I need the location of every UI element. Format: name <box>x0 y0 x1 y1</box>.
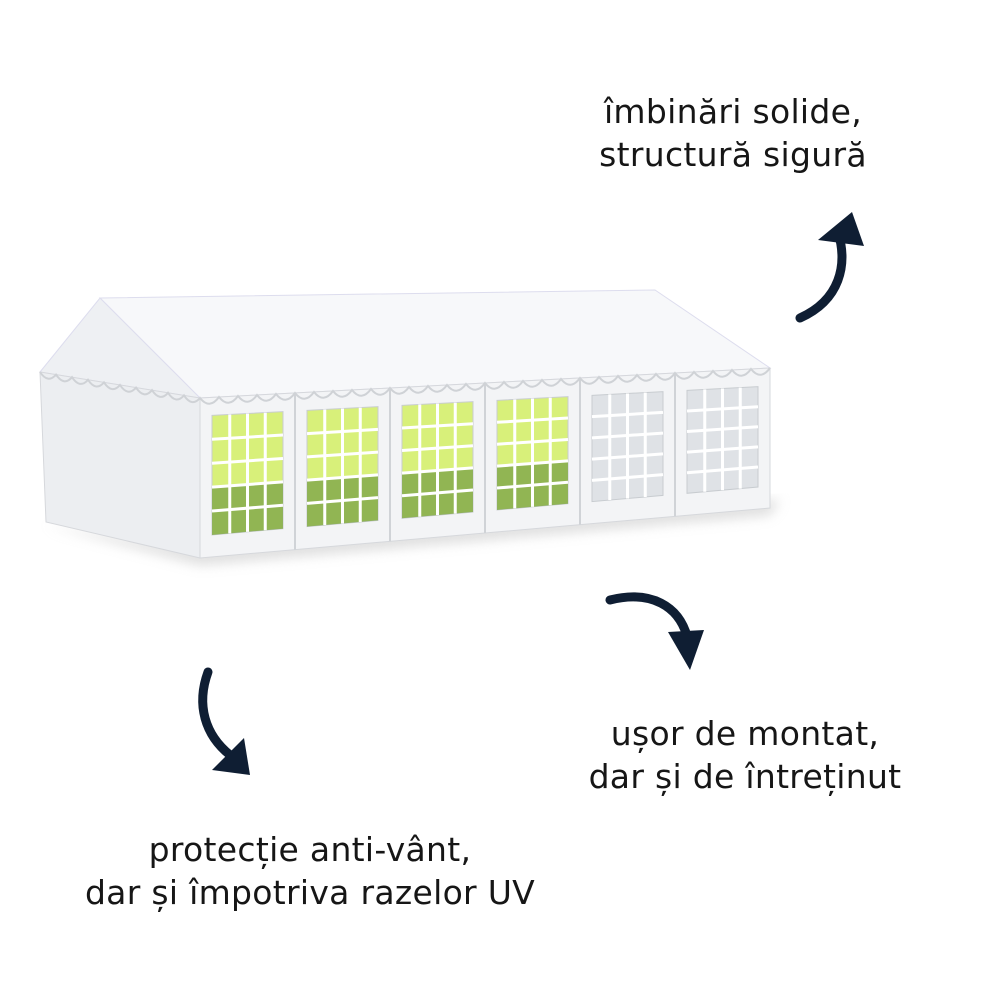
arrow-down-right-icon <box>605 592 704 670</box>
caption-line: protecție anti-vânt, <box>148 830 472 869</box>
window-mullion <box>496 437 569 446</box>
window-mullion <box>306 496 379 505</box>
window-mullion <box>686 405 759 413</box>
caption-line: ușor de montat, <box>610 714 880 753</box>
window-mullion <box>306 473 379 482</box>
window-mullion <box>686 465 759 475</box>
window-mullion <box>496 480 569 490</box>
window-mullion <box>496 459 569 468</box>
window-mullion <box>211 503 284 513</box>
window-mullion <box>211 433 284 441</box>
caption-line: structură sigură <box>599 135 867 174</box>
window-mullion <box>211 480 284 489</box>
caption-line: îmbinări solide, <box>603 92 863 131</box>
window-mullion <box>686 445 759 454</box>
caption-protection: protecție anti-vânt, dar și împotriva ra… <box>10 828 610 914</box>
window-mullion <box>211 456 284 465</box>
arrow-down-left-icon <box>198 667 250 775</box>
window-mullion <box>401 444 474 453</box>
window-mullion <box>591 473 664 482</box>
window-mullion <box>401 488 474 498</box>
tent-scallop-trim <box>39 367 771 405</box>
window-mullion <box>306 427 379 436</box>
window-mullion <box>591 431 664 440</box>
caption-joints: îmbinări solide, structură sigură <box>533 90 933 176</box>
caption-line: dar și de întreținut <box>588 757 902 796</box>
caption-assembly: ușor de montat, dar și de întreținut <box>520 712 970 798</box>
window-mullion <box>306 450 379 459</box>
window-mullion <box>591 452 664 461</box>
window-mullion <box>591 410 664 419</box>
caption-line: dar și împotriva razelor UV <box>84 873 536 912</box>
window-mullion <box>401 422 474 430</box>
arrow-up-right-icon <box>795 212 864 323</box>
window-mullion <box>496 416 569 424</box>
window-mullion <box>686 425 759 434</box>
window-mullion <box>401 466 474 475</box>
